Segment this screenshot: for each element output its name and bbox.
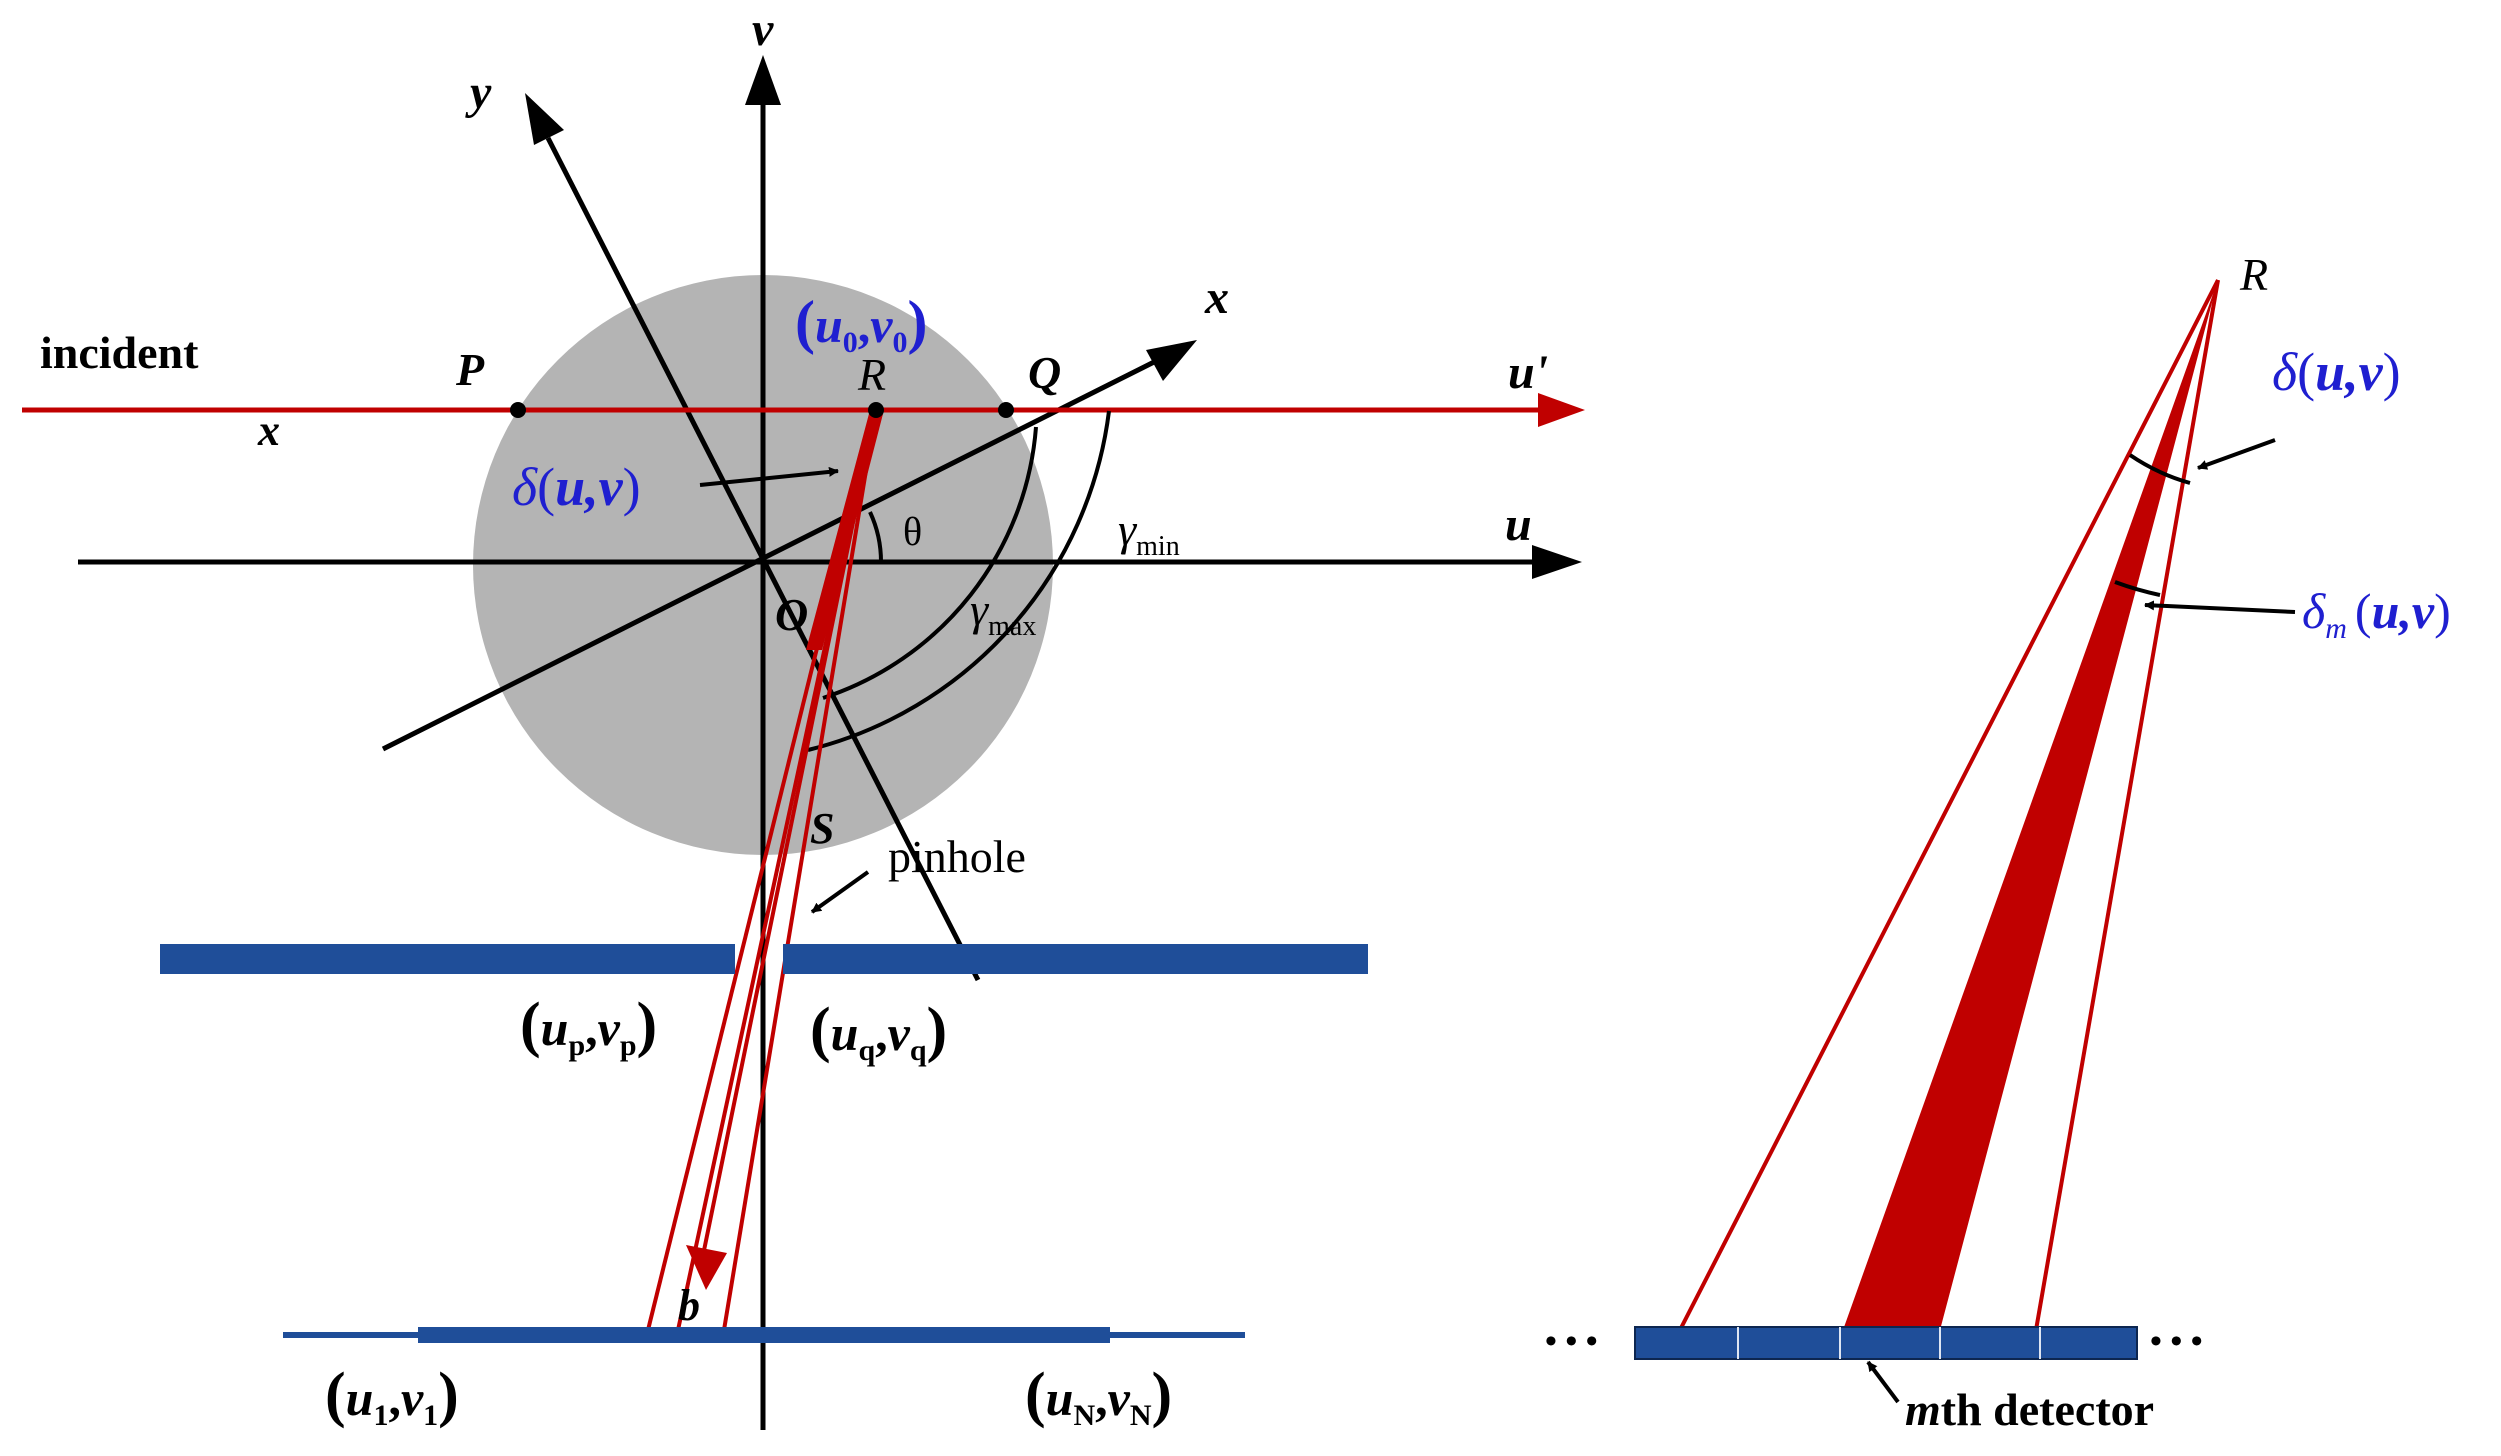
gamma-max-arc	[822, 426, 1038, 700]
x-axis-label: x	[1204, 271, 1229, 324]
theta-label: θ	[903, 509, 922, 554]
detector-bar	[418, 1327, 1110, 1343]
y-axis-arrowhead	[525, 93, 564, 145]
point-P	[510, 402, 526, 418]
gamma-min-arc	[807, 410, 1111, 752]
incident-label: incident	[40, 327, 199, 378]
delta-pointer-arrow	[699, 466, 839, 487]
delta-right-pointer	[2197, 438, 2276, 470]
right-R-label: R	[2239, 249, 2268, 300]
v-axis-arrowhead	[745, 55, 781, 105]
right-ray-wedge	[1843, 280, 2218, 1330]
pinhole-pointer-arrow	[810, 870, 870, 914]
gamma-max-label: γmax	[970, 584, 1036, 642]
detector-dots-right: • • •	[2150, 1323, 2203, 1360]
x-axis-arrowhead	[1146, 340, 1197, 381]
right-ray-outer-left	[1678, 279, 2220, 1331]
upvp-label: (up,vp)	[520, 991, 657, 1062]
Q-label: Q	[1028, 347, 1061, 398]
theta-arc	[868, 511, 884, 563]
u-prime-label: u'	[1508, 346, 1548, 399]
delta-m-pointer	[2144, 600, 2296, 614]
R-label: R	[857, 349, 886, 400]
delta-uv-label-left: δ(u,v)	[512, 457, 641, 517]
delta-m-label: δm(u,v)	[2302, 583, 2451, 645]
u1v1-label: (u1,v1)	[325, 1361, 459, 1432]
uNvN-label: (uN,vN)	[1025, 1361, 1172, 1432]
mth-detector-label: mth detector	[1905, 1384, 2154, 1435]
v-axis-label: v	[752, 3, 774, 56]
mth-detector-pointer	[1866, 1360, 1900, 1404]
point-R	[868, 402, 884, 418]
right-ray-outer-right	[2034, 279, 2220, 1331]
pinhole-plate-right	[783, 944, 1368, 974]
b-label: b	[678, 1281, 700, 1330]
scatter-ray-3	[698, 409, 878, 1271]
P-label: P	[455, 344, 485, 395]
right-panel: • • • • • • R δ(u,v) δm(u,v) mth detecto…	[1545, 249, 2451, 1435]
scatter-ray-4	[722, 409, 878, 1331]
u0v0-label: (u0,v0)	[795, 289, 927, 359]
delta-arc-right	[2128, 453, 2191, 485]
detector-dots-left: • • •	[1545, 1323, 1598, 1360]
x-axis-rotated	[381, 356, 1162, 752]
delta-uv-label-right: δ(u,v)	[2272, 342, 2401, 402]
S-label: S	[810, 804, 834, 853]
pinhole-plate-left	[160, 944, 735, 974]
u-axis-arrowhead	[1532, 545, 1582, 579]
y-axis-rotated	[545, 136, 981, 982]
pinhole-label: pinhole	[888, 831, 1026, 882]
left-panel: v y x u' u incident x P R Q O S b θ pinh…	[22, 3, 1585, 1432]
O-label: O	[775, 589, 808, 640]
u-axis-label: u	[1505, 498, 1532, 551]
incident-beam-arrowhead	[1538, 393, 1585, 427]
uqvq-label: (uq,vq)	[810, 996, 947, 1067]
point-Q	[998, 402, 1014, 418]
y-axis-label: y	[465, 66, 492, 119]
scatter-ray-1	[646, 409, 878, 1331]
x-incident-label: x	[257, 406, 280, 455]
delta-m-arc-right	[2114, 580, 2161, 597]
detector-array	[1634, 1326, 2138, 1360]
scatter-ray-arrowhead	[686, 1245, 727, 1290]
gamma-min-label: γmin	[1118, 504, 1180, 562]
